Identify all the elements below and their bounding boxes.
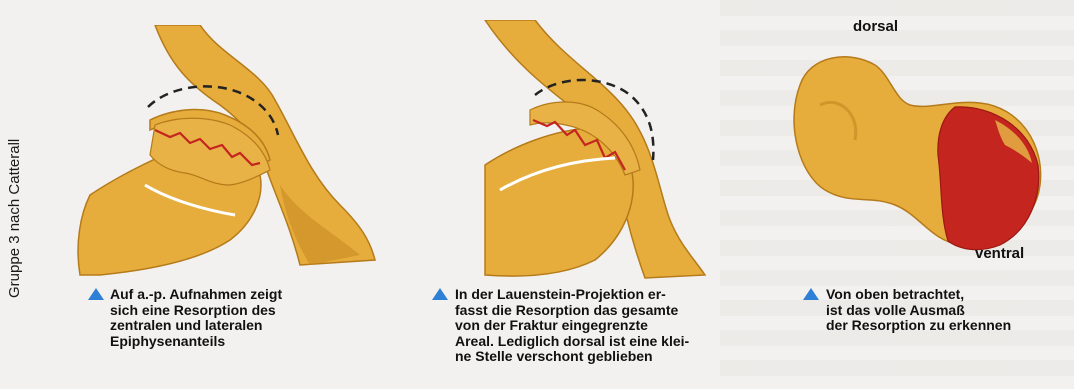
ventral-label: ventral (975, 245, 1024, 262)
caption-first: Auf a.-p. Aufnahmen zeigt sich eine Reso… (110, 287, 282, 349)
caption-marker-icon (803, 288, 819, 300)
side-label: Gruppe 3 nach Catterall (6, 139, 23, 298)
caption-marker-icon (88, 288, 104, 300)
caption-second: In der Lauenstein-Projektion er- fasst d… (455, 287, 689, 365)
caption-third: Von oben betrachtet, ist das volle Ausma… (826, 287, 1011, 334)
hip-joint-ap-illustration (60, 25, 390, 280)
hip-joint-lauenstein-illustration (455, 20, 715, 280)
dorsal-label: dorsal (853, 18, 898, 35)
femoral-head-top-view-illustration (780, 45, 1050, 255)
caption-marker-icon (432, 288, 448, 300)
